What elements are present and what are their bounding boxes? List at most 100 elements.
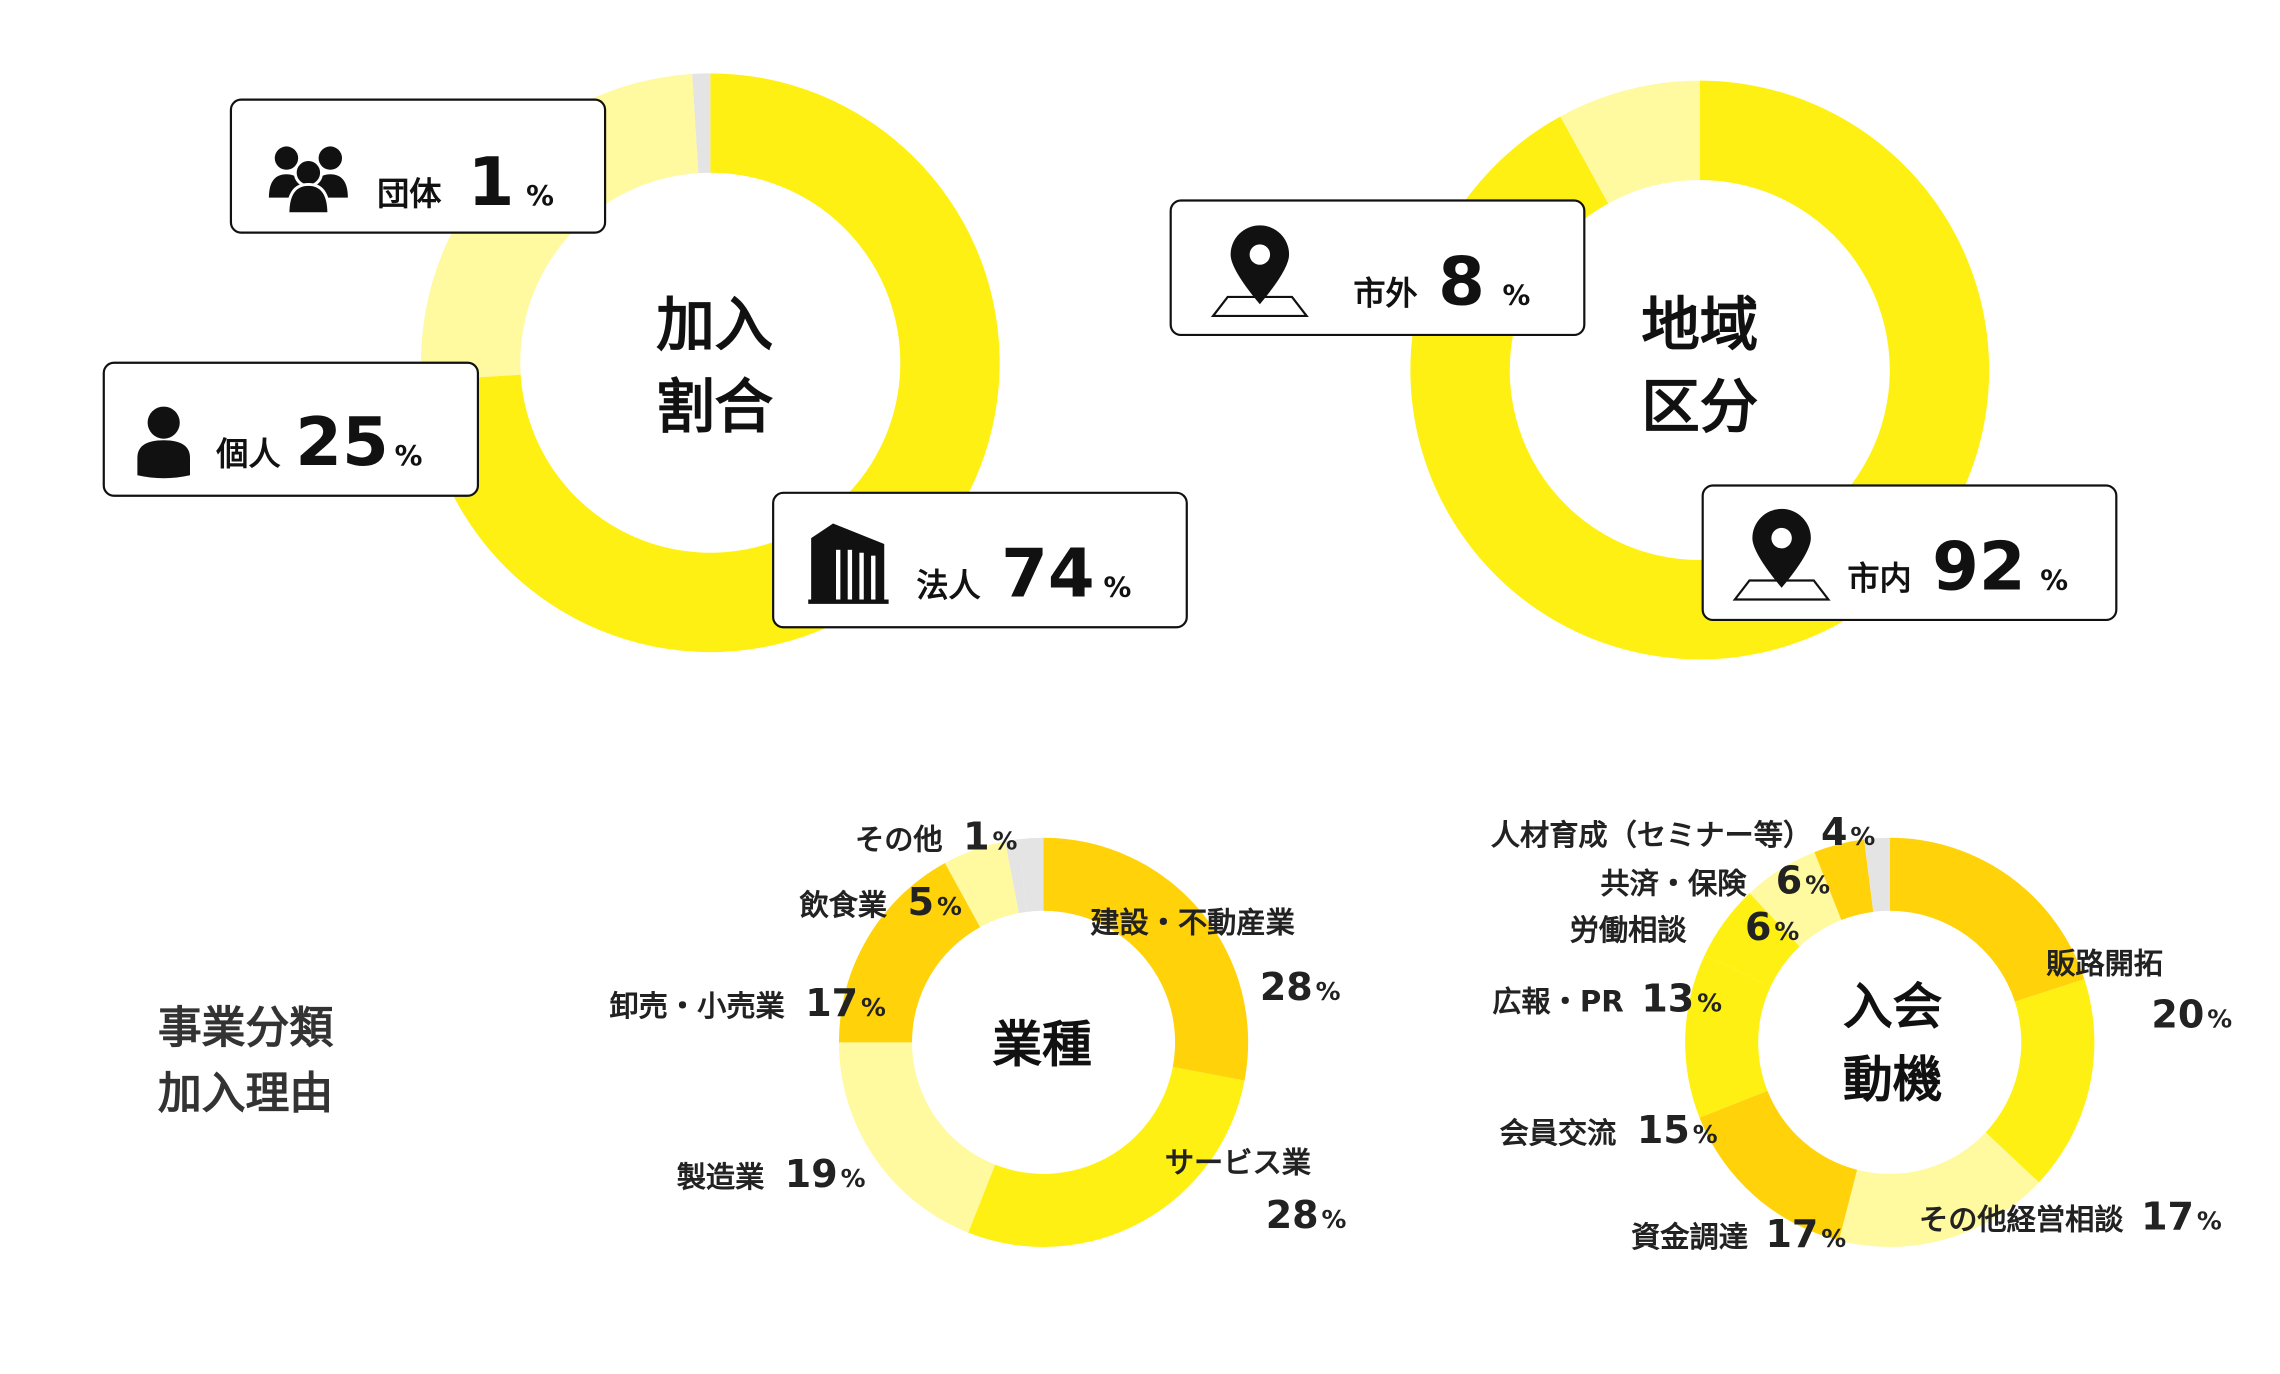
slice-label: サービス業	[1165, 1145, 1312, 1179]
slice-value: 28	[1260, 965, 1313, 1009]
donut-slice-その他	[1005, 839, 1028, 914]
slice-value: 15	[1637, 1108, 1690, 1152]
donut-slice-remainder	[1017, 837, 1044, 912]
slice-label-line: 人材育成（セミナー等） 4%	[1491, 810, 1876, 854]
slice-label: 製造業	[677, 1160, 765, 1194]
slice-value: 4	[1821, 810, 1847, 854]
pct: %	[1322, 1205, 1347, 1234]
label-group: 団体	[377, 175, 442, 213]
map-pin-icon	[1210, 225, 1309, 318]
pct: %	[1316, 977, 1341, 1006]
chart-title-line1: 地域	[1641, 291, 1758, 359]
slice-label: 建設・不動産業	[1090, 906, 1295, 940]
slice-label: 人材育成（セミナー等）	[1491, 818, 1812, 852]
donut-slice-資金調達	[1838, 1132, 2039, 1247]
chart-title-line2: 割合	[656, 373, 773, 441]
chart-title-line1: 入会	[1843, 977, 1943, 1035]
slice-label: 飲食業	[799, 888, 887, 922]
donut-slice-飲食業	[944, 841, 1019, 928]
pct: %	[861, 993, 886, 1022]
slice-label-line: 飲食業 5%	[799, 880, 961, 924]
chart-title-line2: 動機	[1843, 1050, 1942, 1108]
donut-slice-人材育成（セミナー等）	[1814, 839, 1874, 921]
slice-label: その他	[855, 822, 943, 856]
slice-label: 販路開拓	[2046, 947, 2163, 981]
chart-title-line2: 区分	[1641, 373, 1758, 441]
donut-slice-販路開拓	[1889, 837, 2085, 1002]
donut-slice-会員交流	[1699, 1090, 1858, 1241]
donut-join-motive	[1685, 837, 2095, 1247]
pct: %	[1821, 1224, 1846, 1253]
donut-slice-建設・不動産業	[1043, 837, 1249, 1081]
pct: %	[2040, 563, 2068, 596]
donut-slice-卸売・小売業	[838, 863, 981, 1043]
slice-label: 労働相談	[1570, 913, 1688, 947]
donut-slice-製造業	[838, 1042, 996, 1233]
building-icon	[808, 523, 889, 604]
donut-slice-広報・PR	[1685, 955, 1771, 1118]
pct: %	[526, 179, 554, 212]
slice-label: 会員交流	[1500, 1116, 1617, 1150]
callout-text-individual: 個人 25%	[215, 403, 422, 481]
slice-label: 共済・保険	[1600, 866, 1747, 900]
donut-slice-労働相談	[1704, 893, 1800, 987]
value-individual: 25	[295, 403, 389, 481]
donut-slice-その他経営相談	[1985, 979, 2095, 1183]
slice-value: 5	[908, 880, 934, 924]
label-corporation: 法人	[916, 567, 981, 605]
slice-label-line: 広報・PR 13%	[1492, 977, 1722, 1021]
pct: %	[937, 892, 962, 921]
slice-value: 17	[1765, 1212, 1818, 1256]
section-heading-line1: 事業分類	[158, 1002, 333, 1053]
slice-value-line: 28%	[1266, 1193, 1347, 1237]
slice-value: 19	[785, 1152, 838, 1196]
map-pin-icon	[1732, 508, 1831, 601]
section-heading-line2: 加入理由	[158, 1068, 333, 1119]
slice-label: 広報・PR	[1492, 985, 1624, 1019]
pct: %	[992, 826, 1017, 855]
value-group: 1	[468, 143, 515, 221]
callout-outside-city: 市外 8%	[1169, 199, 1586, 337]
callout-individual: 個人 25%	[102, 361, 480, 497]
pct: %	[395, 439, 423, 472]
label-inside-city: 市内	[1847, 559, 1911, 597]
slice-value: 20	[2151, 993, 2204, 1037]
slice-value: 6	[1745, 905, 1771, 949]
donut-slice-団体	[692, 73, 711, 174]
callout-text-outside-city: 市外 8%	[1353, 242, 1530, 320]
callout-text-inside-city: 市内 92%	[1847, 527, 2068, 605]
pct: %	[1805, 870, 1830, 899]
slice-label: 卸売・小売業	[609, 989, 785, 1023]
chart-title-line1: 加入	[656, 291, 773, 359]
donut-industry	[838, 837, 1249, 1247]
value-outside-city: 8	[1438, 242, 1485, 320]
donut-slice-市外	[1560, 80, 1700, 204]
value-corporation: 74	[1001, 535, 1095, 613]
slice-value-line: 28%	[1260, 965, 1341, 1009]
person-icon	[137, 406, 190, 479]
callout-text-group: 団体 1%	[377, 143, 554, 221]
group-people-icon	[268, 146, 348, 216]
chart-title: 業種	[992, 1015, 1091, 1073]
slice-label: その他経営相談	[1919, 1202, 2124, 1236]
slice-value: 13	[1641, 977, 1694, 1021]
donut-slice-サービス業	[968, 1066, 1245, 1247]
slice-value: 28	[1266, 1193, 1319, 1237]
pct: %	[1850, 822, 1875, 851]
label-outside-city: 市外	[1353, 274, 1417, 312]
label-individual: 個人	[215, 435, 281, 473]
pct: %	[1697, 989, 1722, 1018]
pct: %	[1502, 278, 1530, 311]
slice-value-line: 20%	[2151, 993, 2232, 1037]
value-inside-city: 92	[1932, 527, 2026, 605]
